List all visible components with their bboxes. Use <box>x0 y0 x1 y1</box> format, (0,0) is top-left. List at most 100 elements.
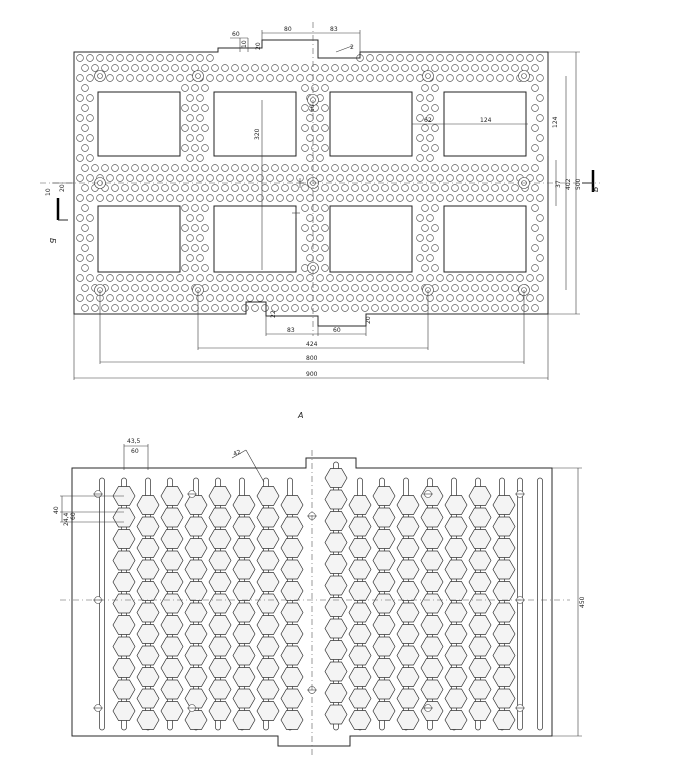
perforation-hole <box>531 124 539 132</box>
perforation-hole <box>211 164 219 172</box>
perforation-hole <box>431 204 439 212</box>
perforation-hole <box>316 254 324 262</box>
perforation-hole <box>126 74 134 82</box>
perforation-hole <box>321 204 329 212</box>
window-cutout <box>213 205 297 273</box>
perforation-hole <box>141 184 149 192</box>
perforation-hole <box>371 64 379 72</box>
perforation-hole <box>126 54 134 62</box>
hex-cell <box>208 636 232 657</box>
perforation-hole <box>446 194 454 202</box>
perforation-hole <box>116 274 124 282</box>
perforation-hole <box>311 204 319 212</box>
perforation-hole <box>191 204 199 212</box>
perforation-hole <box>346 194 354 202</box>
perforation-hole <box>126 274 134 282</box>
hex-cell <box>160 658 184 678</box>
perforation-hole <box>231 284 239 292</box>
perforation-hole <box>141 304 149 312</box>
perforation-hole <box>461 184 469 192</box>
perforation-hole <box>326 194 334 202</box>
perforation-hole <box>171 304 179 312</box>
perforation-hole <box>171 284 179 292</box>
hex-cell <box>492 688 516 709</box>
perforation-hole <box>156 194 164 202</box>
perforation-hole <box>76 194 84 202</box>
perforation-hole <box>276 274 284 282</box>
perforation-hole <box>536 94 544 102</box>
hex-cell <box>208 679 232 700</box>
perforation-hole <box>311 124 319 132</box>
perforation-hole <box>151 284 159 292</box>
perforation-hole <box>536 294 544 302</box>
perforation-hole <box>536 214 544 222</box>
perforation-hole <box>166 194 174 202</box>
perforation-hole <box>466 294 474 302</box>
perforation-hole <box>476 194 484 202</box>
dim-402: 402 <box>565 178 572 190</box>
perforation-hole <box>196 154 204 162</box>
perforation-hole <box>356 274 364 282</box>
perforation-hole <box>456 54 464 62</box>
perforation-hole <box>366 294 374 302</box>
perforation-hole <box>371 164 379 172</box>
perforation-hole <box>141 64 149 72</box>
perforation-hole <box>376 194 384 202</box>
hex-cell <box>232 645 256 666</box>
perforation-hole <box>401 284 409 292</box>
perforation-hole <box>106 294 114 302</box>
perforation-hole <box>206 174 214 182</box>
perforation-hole <box>281 64 289 72</box>
perforation-hole <box>426 194 434 202</box>
perforation-hole <box>186 154 194 162</box>
perforation-hole <box>431 64 439 72</box>
perforation-hole <box>291 184 299 192</box>
perforation-hole <box>416 254 424 262</box>
perforation-hole <box>86 94 94 102</box>
window-cutout <box>97 91 181 157</box>
hex-cell <box>444 667 468 687</box>
hex-cell <box>136 495 160 515</box>
perforation-hole <box>436 174 444 182</box>
perforation-hole <box>176 274 184 282</box>
hex-cell <box>112 550 136 571</box>
perforation-hole <box>526 294 534 302</box>
perforation-hole <box>401 64 409 72</box>
perforation-hole <box>386 194 394 202</box>
perforation-hole <box>416 214 424 222</box>
perforation-hole <box>336 74 344 82</box>
hex-cell <box>324 661 348 682</box>
dim-60b: 60 <box>309 104 316 112</box>
perforation-hole <box>436 74 444 82</box>
perforation-hole <box>531 204 539 212</box>
hex-cell <box>280 602 304 623</box>
perforation-hole <box>311 224 319 232</box>
perforation-hole <box>491 164 499 172</box>
perforation-hole <box>466 174 474 182</box>
perforation-hole <box>266 274 274 282</box>
hex-cell <box>280 645 304 666</box>
perforation-hole <box>406 194 414 202</box>
hex-cell <box>348 559 372 580</box>
hex-cell <box>324 532 348 553</box>
perforation-hole <box>451 64 459 72</box>
hex-cell <box>372 507 396 528</box>
window-cutout <box>213 91 297 157</box>
hex-cell <box>348 602 372 623</box>
perforation-hole <box>286 74 294 82</box>
perforation-hole <box>451 284 459 292</box>
perforation-hole <box>476 74 484 82</box>
perforation-hole <box>76 74 84 82</box>
perforation-hole <box>411 284 419 292</box>
perforation-hole <box>141 284 149 292</box>
perforation-hole <box>131 164 139 172</box>
hex-cell <box>420 550 444 571</box>
perforation-hole <box>231 184 239 192</box>
perforation-hole <box>201 104 209 112</box>
perforation-hole <box>501 164 509 172</box>
perforation-hole <box>441 64 449 72</box>
perforation-hole <box>381 164 389 172</box>
perforation-hole <box>516 54 524 62</box>
perforation-hole <box>191 224 199 232</box>
perforation-hole <box>281 164 289 172</box>
